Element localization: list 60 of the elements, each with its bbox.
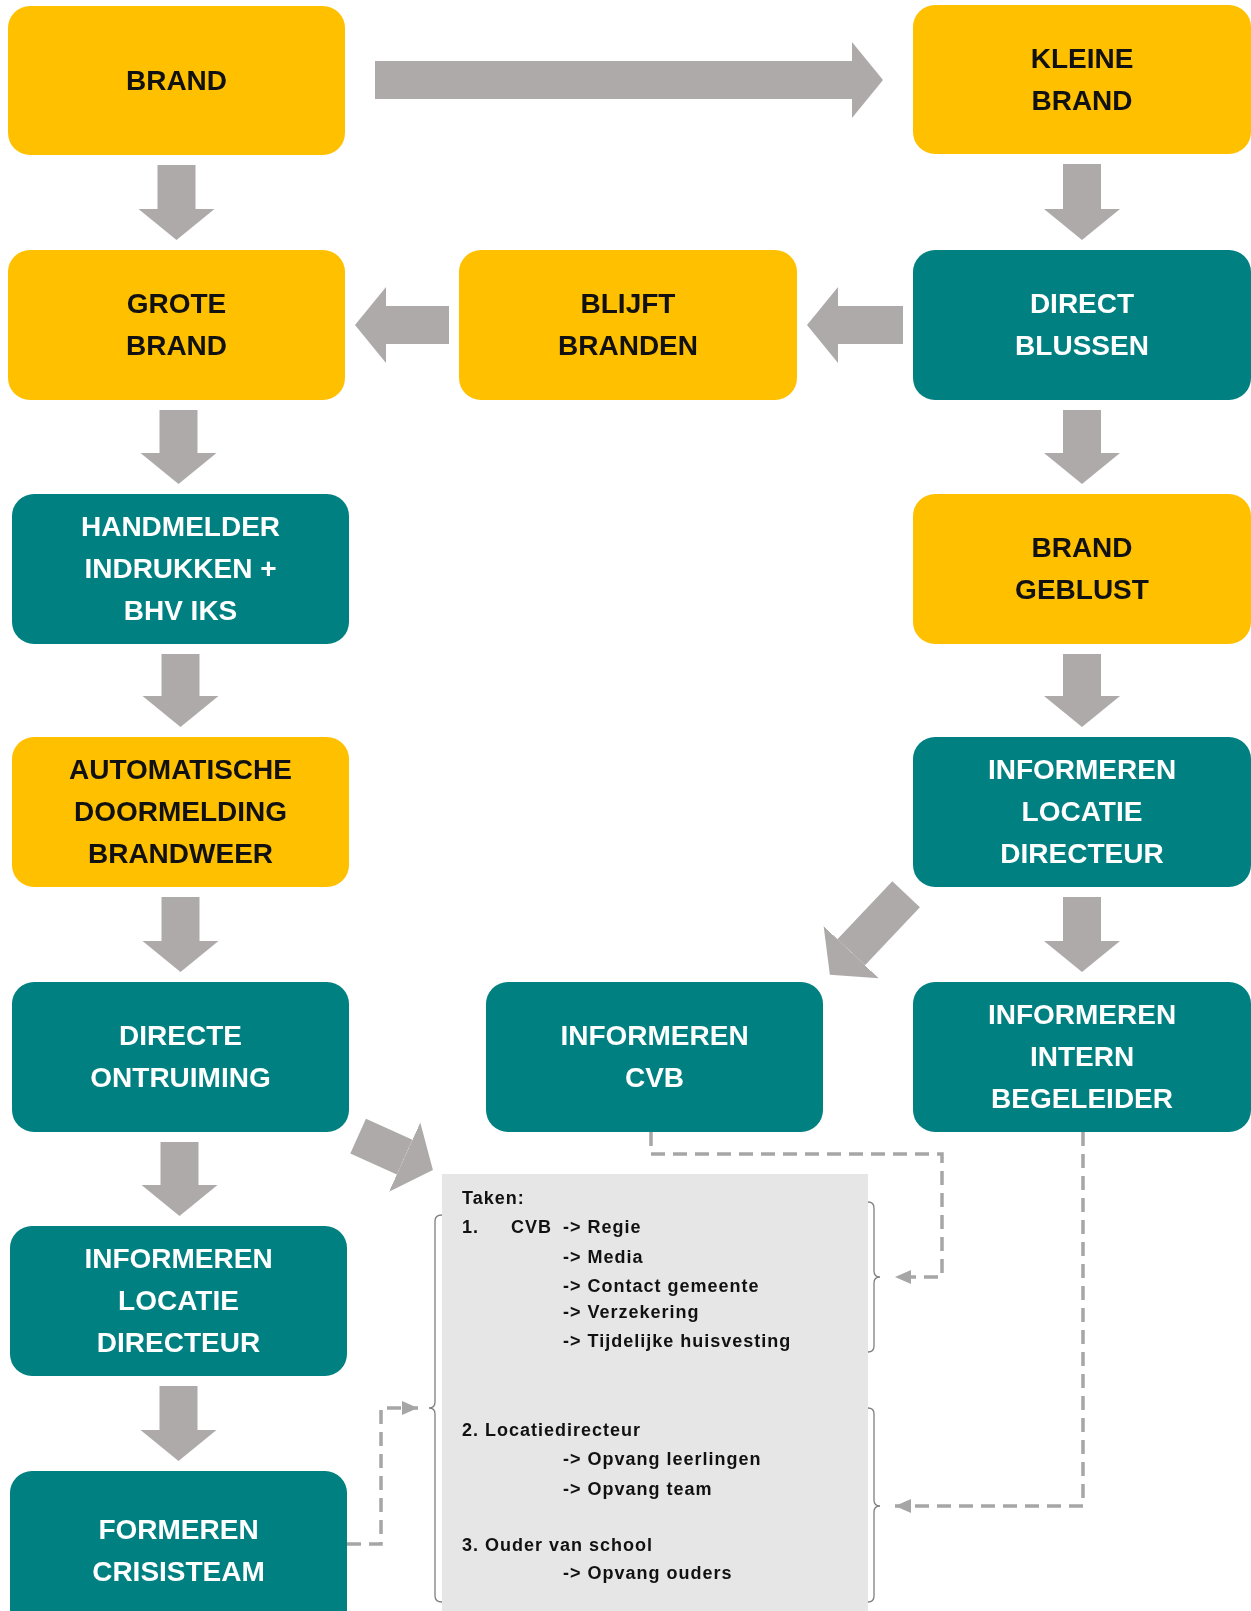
process-box <box>12 737 349 887</box>
process-box <box>913 250 1251 400</box>
block-arrow <box>807 287 903 363</box>
process-box <box>8 6 345 155</box>
process-box <box>913 737 1251 887</box>
task-text: CVB <box>511 1216 552 1238</box>
process-box <box>913 5 1251 154</box>
dashed-arrow <box>895 1132 1085 1513</box>
block-arrow <box>140 410 217 484</box>
block-arrow <box>1044 897 1120 972</box>
box-label: AUTOMATISCHE DOORMELDING BRANDWEER <box>68 753 293 871</box>
block-arrow <box>1044 410 1120 484</box>
box-label: DIRECT BLUSSEN <box>1014 287 1150 363</box>
process-box <box>12 982 349 1132</box>
task-text: -> Media <box>563 1246 644 1268</box>
block-arrow <box>375 42 883 118</box>
task-text: -> Opvang team <box>563 1478 713 1500</box>
block-arrow <box>1044 164 1120 240</box>
process-box <box>913 494 1251 644</box>
box-label: HANDMELDER INDRUKKEN + BHV IKS <box>79 510 282 628</box>
task-text: -> Opvang leerlingen <box>563 1448 762 1470</box>
dashed-arrow <box>347 1401 418 1546</box>
box-label: DIRECTE ONTRUIMING <box>89 1019 272 1095</box>
task-text: 3. Ouder van school <box>462 1534 654 1556</box>
block-arrow <box>138 165 215 240</box>
block-arrow <box>1044 654 1120 727</box>
box-label: INFORMEREN LOCATIE DIRECTEUR <box>83 1242 274 1360</box>
box-label: GROTE BRAND <box>124 287 229 363</box>
task-panel <box>442 1174 868 1611</box>
box-label: INFORMEREN INTERN BEGELEIDER <box>986 998 1178 1116</box>
task-text: -> Contact gemeente <box>563 1275 760 1297</box>
box-label: KLEINE BRAND <box>1029 41 1135 118</box>
process-box <box>8 250 345 400</box>
task-text: Taken: <box>462 1187 525 1209</box>
block-arrow <box>141 1142 218 1216</box>
process-box <box>10 1226 347 1376</box>
box-label: BRAND GEBLUST <box>1014 531 1150 607</box>
task-text: 1. <box>462 1216 479 1238</box>
box-label: INFORMEREN CVB <box>559 1019 750 1095</box>
process-box <box>913 982 1251 1132</box>
block-arrow <box>350 1118 433 1192</box>
box-label: INFORMEREN LOCATIE DIRECTEUR <box>986 753 1178 871</box>
dashed-arrow <box>649 1132 944 1284</box>
box-label: BRAND <box>124 63 229 98</box>
task-text: -> Regie <box>563 1216 642 1238</box>
process-box <box>12 494 349 644</box>
process-box <box>486 982 823 1132</box>
block-arrow <box>142 897 219 972</box>
process-box <box>459 250 797 400</box>
block-arrow <box>823 881 920 979</box>
task-text: -> Opvang ouders <box>563 1562 733 1584</box>
task-text: 2. Locatiedirecteur <box>462 1419 642 1441</box>
block-arrow <box>140 1386 217 1461</box>
box-label: FORMEREN CRISISTEAM <box>91 1513 266 1589</box>
box-label: BLIJFT BRANDEN <box>557 287 699 363</box>
block-arrow <box>142 654 219 727</box>
block-arrow <box>355 287 449 363</box>
process-box <box>10 1471 347 1611</box>
task-text: -> Tijdelijke huisvesting <box>563 1330 792 1352</box>
task-text: -> Verzekering <box>563 1301 700 1323</box>
